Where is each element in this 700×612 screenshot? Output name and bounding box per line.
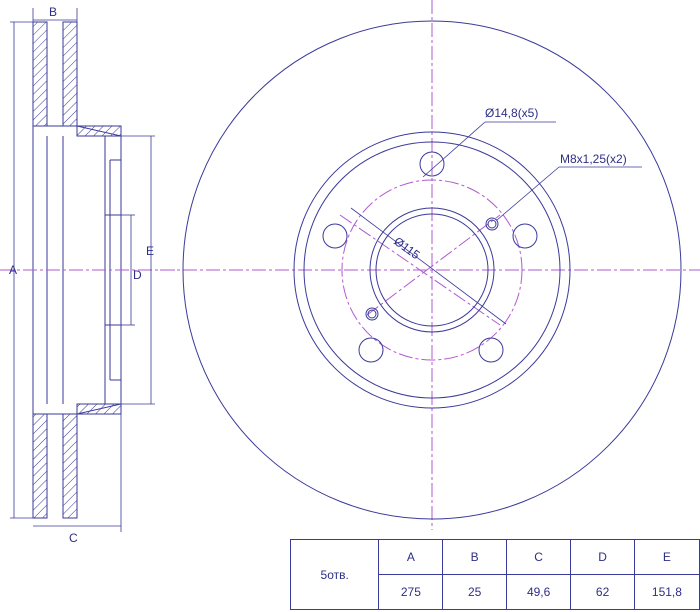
side-section-view xyxy=(32,21,122,519)
value-cell-d: 62 xyxy=(570,574,635,610)
lower-outer-plate-hatch xyxy=(32,413,48,519)
threaded-hole-2-inner xyxy=(367,309,377,319)
dimension-spec-table: 5отв. A B C D E 275 25 49,6 62 151,8 xyxy=(289,539,700,610)
bolt-hole-1 xyxy=(419,151,445,177)
header-cell-b: B xyxy=(442,539,507,575)
bolt-hole-4 xyxy=(358,337,384,363)
dimension-label-d: D xyxy=(133,268,142,282)
header-cell-a: A xyxy=(378,539,444,575)
dimension-label-e: E xyxy=(146,244,154,258)
upper-outer-plate-hatch xyxy=(32,21,48,127)
center-bore-inner-circle xyxy=(375,213,489,327)
front-view-center-lines xyxy=(160,0,700,530)
value-cell-e: 151,8 xyxy=(633,574,700,610)
threaded-hole-1-inner xyxy=(487,219,497,229)
threaded-hole-2 xyxy=(365,307,379,321)
threaded-hole-1 xyxy=(485,217,499,231)
outer-disc-circle xyxy=(182,20,682,520)
header-cell-e: E xyxy=(633,539,700,575)
value-cell-b: 25 xyxy=(442,574,507,610)
threaded-hole-note: M8x1,25(x2) xyxy=(560,152,627,166)
bolt-pcd-circle xyxy=(341,179,523,361)
lower-inner-plate-hatch xyxy=(62,413,78,519)
hat-outer-circle xyxy=(303,141,561,399)
bolt-hole-5 xyxy=(322,223,348,249)
dimension-label-a: A xyxy=(9,263,17,277)
upper-inner-plate-hatch xyxy=(62,21,78,127)
bolt-hole-3 xyxy=(478,337,504,363)
bolt-hole-note: Ø14,8(x5) xyxy=(485,106,538,120)
holes-count-cell: 5отв. xyxy=(289,539,380,610)
table-header-row: 5отв. A B C D E xyxy=(289,539,700,610)
header-cell-c: C xyxy=(505,539,572,575)
pad-inner-edge-circle xyxy=(293,131,571,409)
dimension-label-b: B xyxy=(49,5,57,19)
value-cell-a: 275 xyxy=(378,574,444,610)
front-view xyxy=(182,20,682,520)
dimension-label-c: C xyxy=(69,531,78,545)
bolt-hole-2 xyxy=(512,223,538,249)
table-value-row: 275 25 49,6 62 151,8 xyxy=(291,574,700,610)
front-view-leaders xyxy=(350,121,642,325)
center-bore-outer-circle xyxy=(369,207,495,333)
header-cell-d: D xyxy=(570,539,635,575)
side-view-dimensions xyxy=(10,8,155,532)
value-cell-c: 49,6 xyxy=(505,574,572,610)
